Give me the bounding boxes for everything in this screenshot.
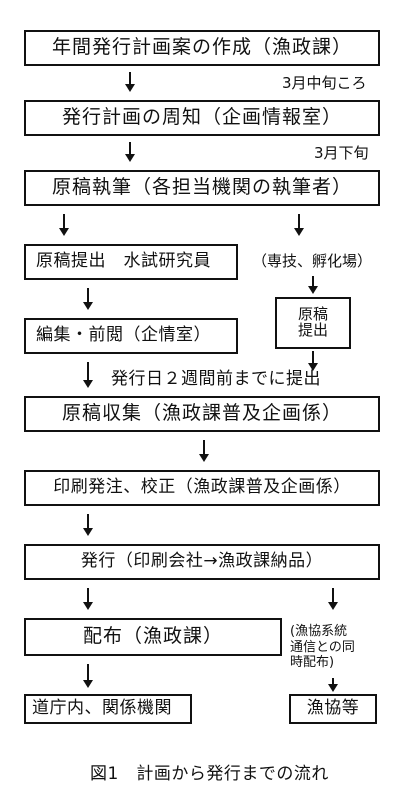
print-order-box: 印刷発注、校正（漁政課普及企画係） — [24, 470, 380, 506]
editing-box: 編集・前閲（企情室） — [24, 318, 238, 354]
editing-label: 編集・前閲（企情室） — [36, 325, 211, 346]
writing-box: 原稿執筆（各担当機関の執筆者） — [24, 170, 380, 206]
gyokyo-note: (漁協系統 通信との同 時配布) — [290, 624, 355, 671]
gyokyo-note-line1: (漁協系統 — [290, 624, 348, 639]
submit-small-line1: 原稿 — [297, 305, 328, 324]
senkyo-note: （専技、孵化場） — [252, 252, 373, 270]
gyokyo-note-line2: 通信との同 — [290, 639, 355, 655]
figure-caption: 図1 計画から発行までの流れ — [90, 764, 329, 784]
distribution-label: 配布（漁政課） — [82, 625, 223, 648]
submit-small-line2: 提出 — [297, 321, 328, 339]
douchou-box: 道庁内、関係機関 — [24, 694, 192, 724]
submit-suishi-label: 原稿提出 水試研究員 — [36, 251, 211, 272]
mid-march-note: 3月中旬ころ — [282, 74, 367, 92]
plan-notice-label: 発行計画の周知（企画情報室） — [61, 106, 342, 129]
submit-suishi-box: 原稿提出 水試研究員 — [24, 244, 238, 280]
plan-creation-box: 年間発行計画案の作成（漁政課） — [24, 30, 380, 66]
submit-small-box: 原稿 提出 — [275, 297, 351, 349]
gyokyo-box: 漁協等 — [289, 694, 377, 724]
late-march-note: 3月下旬 — [314, 144, 369, 162]
two-weeks-note: 発行日２週間前までに提出 — [111, 369, 321, 389]
gyokyo-label: 漁協等 — [306, 698, 360, 719]
gyokyo-note-line3: 時配布) — [290, 655, 335, 671]
print-order-label: 印刷発注、校正（漁政課普及企画係） — [53, 477, 351, 498]
publication-box: 発行（印刷会社→漁政課納品） — [24, 544, 380, 580]
plan-notice-box: 発行計画の周知（企画情報室） — [24, 100, 380, 136]
collection-box: 原稿収集（漁政課普及企画係） — [24, 396, 380, 432]
douchou-label: 道庁内、関係機関 — [32, 698, 172, 719]
plan-creation-label: 年間発行計画案の作成（漁政課） — [51, 36, 352, 59]
publication-label: 発行（印刷会社→漁政課納品） — [80, 551, 324, 572]
writing-label: 原稿執筆（各担当機関の執筆者） — [51, 176, 352, 199]
distribution-box: 配布（漁政課） — [24, 618, 282, 656]
collection-label: 原稿収集（漁政課普及企画係） — [61, 402, 342, 425]
